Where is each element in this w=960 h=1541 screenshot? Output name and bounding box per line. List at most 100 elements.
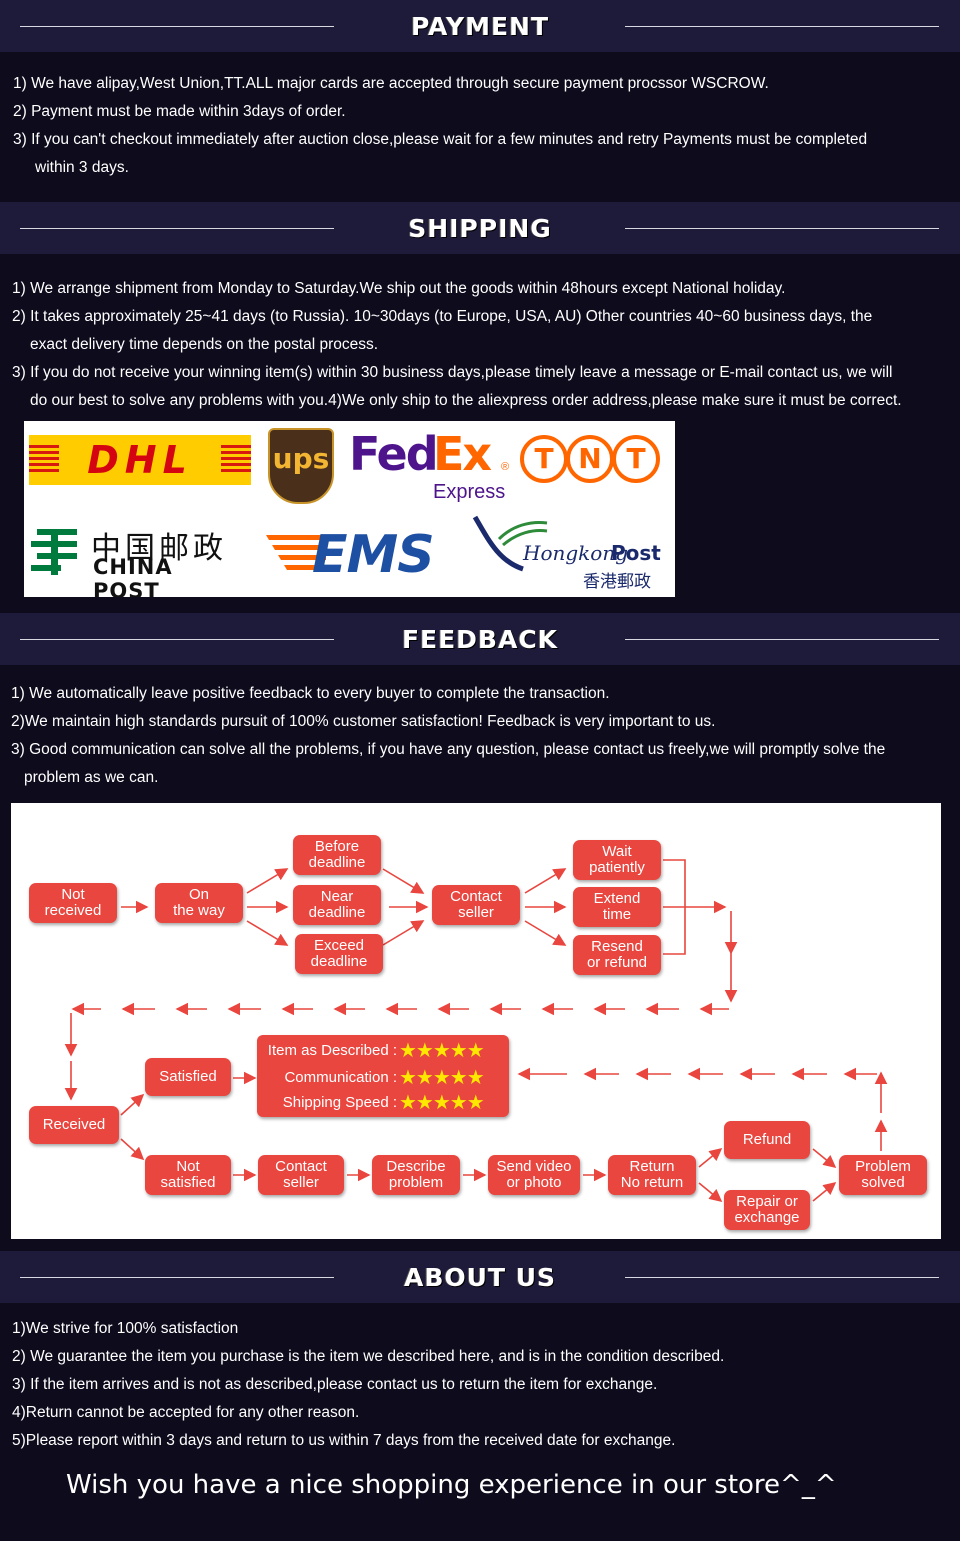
shipping-line: do our best to solve any problems with y… bbox=[30, 392, 902, 409]
node-line: Resend bbox=[591, 938, 643, 955]
header-rule-right bbox=[625, 1277, 939, 1278]
ems-logo: EMS bbox=[266, 525, 436, 585]
about-line: 1)We strive for 100% satisfaction bbox=[12, 1320, 239, 1337]
node-line: problem bbox=[388, 1174, 444, 1191]
node-line: Exceed bbox=[313, 937, 365, 954]
node-line: Before bbox=[314, 838, 360, 855]
about-line: 3) If the item arrives and is not as des… bbox=[12, 1376, 658, 1393]
rating-row: Shipping Speed : ★★★★★ bbox=[257, 1091, 509, 1115]
header-rule-right bbox=[625, 228, 939, 229]
china-post-english: CHINA POST bbox=[93, 555, 173, 597]
node-line: deadline bbox=[308, 854, 366, 871]
node-line: received bbox=[44, 902, 102, 919]
hongkong-post-logo: Hongkong Post 香港郵政 bbox=[469, 511, 669, 592]
node-line: Near bbox=[320, 888, 354, 905]
node-line: Not bbox=[176, 1158, 200, 1175]
node-line: Extend bbox=[593, 890, 641, 907]
node-line: seller bbox=[458, 904, 494, 921]
node-line: Wait bbox=[602, 843, 632, 860]
header-rule-left bbox=[20, 1277, 334, 1278]
carrier-logos: DHL ups Fed Ex ® Express T N T 中国邮政 CHIN… bbox=[24, 421, 675, 597]
node-line: deadline bbox=[310, 953, 368, 970]
header-rule-left bbox=[20, 228, 334, 229]
feedback-text: 1) We automatically leave positive feedb… bbox=[11, 680, 951, 792]
closing-message: Wish you have a nice shopping experience… bbox=[66, 1470, 837, 1500]
fedex-ex: Ex bbox=[433, 427, 492, 481]
feedback-line: 1) We automatically leave positive feedb… bbox=[11, 685, 610, 702]
about-header: ABOUT US bbox=[0, 1251, 960, 1303]
rating-row: Item as Described : ★★★★★ bbox=[257, 1039, 509, 1063]
node-line: Refund bbox=[742, 1131, 792, 1148]
shipping-line: 3) If you do not receive your winning it… bbox=[12, 364, 893, 381]
rating-label: Communication : bbox=[284, 1069, 397, 1086]
node-line: Return bbox=[629, 1158, 675, 1175]
about-line: 4)Return cannot be accepted for any othe… bbox=[12, 1404, 360, 1421]
node-line: Problem bbox=[855, 1158, 911, 1175]
shipping-line: 2) It takes approximately 25~41 days (to… bbox=[12, 308, 873, 325]
payment-line: 1) We have alipay,West Union,TT.ALL majo… bbox=[13, 75, 769, 92]
feedback-line: 3) Good communication can solve all the … bbox=[11, 741, 886, 758]
dhl-logo: DHL bbox=[29, 435, 251, 485]
shipping-header: SHIPPING bbox=[0, 202, 960, 254]
rating-row: Communication : ★★★★★ bbox=[257, 1066, 509, 1090]
hongkong-post-hongkong: Hongkong bbox=[523, 541, 629, 565]
node-line: satisfied bbox=[160, 1174, 216, 1191]
about-line: 5)Please report within 3 days and return… bbox=[12, 1432, 676, 1449]
about-line: 2) We guarantee the item you purchase is… bbox=[12, 1348, 725, 1365]
about-text: 1)We strive for 100% satisfaction 2) We … bbox=[12, 1315, 952, 1455]
node-line: Describe bbox=[386, 1158, 446, 1175]
hongkong-post-post: Post bbox=[611, 541, 661, 565]
node-line: time bbox=[602, 906, 632, 923]
node-line: exchange bbox=[734, 1209, 800, 1226]
node-received: Received bbox=[29, 1106, 119, 1144]
tnt-logo: T N T bbox=[520, 435, 660, 487]
shipping-text: 1) We arrange shipment from Monday to Sa… bbox=[12, 275, 952, 415]
rating-stars: ★★★★★ bbox=[399, 1067, 485, 1089]
fedex-fed: Fed bbox=[349, 427, 439, 481]
payment-text: 1) We have alipay,West Union,TT.ALL majo… bbox=[13, 70, 953, 182]
rating-label: Shipping Speed : bbox=[282, 1094, 397, 1111]
section-title: ABOUT US bbox=[403, 1263, 557, 1292]
hongkong-post-bird-icon bbox=[472, 515, 548, 572]
node-line: No return bbox=[620, 1174, 684, 1191]
shipping-line: exact delivery time depends on the posta… bbox=[30, 336, 379, 353]
node-line: Contact bbox=[275, 1158, 327, 1175]
flow-arrows bbox=[64, 859, 888, 1203]
feedback-header: FEEDBACK bbox=[0, 613, 960, 665]
payment-line: 2) Payment must be made within 3days of … bbox=[13, 103, 346, 120]
rating-label: Item as Described : bbox=[267, 1042, 397, 1059]
shipping-line: 1) We arrange shipment from Monday to Sa… bbox=[12, 280, 786, 297]
tnt-circle-n: N bbox=[566, 435, 614, 483]
header-rule-left bbox=[20, 26, 334, 27]
node-line: deadline bbox=[308, 904, 366, 921]
feedback-line: 2)We maintain high standards pursuit of … bbox=[11, 713, 716, 730]
fedex-logo: Fed Ex ® Express bbox=[349, 427, 519, 507]
node-line: the way bbox=[173, 902, 225, 919]
node-line: patiently bbox=[589, 859, 645, 876]
ems-wordmark: EMS bbox=[312, 525, 435, 585]
payment-line: within 3 days. bbox=[35, 159, 129, 176]
hongkong-post-chinese: 香港郵政 bbox=[583, 572, 651, 592]
node-line: Not bbox=[61, 886, 85, 903]
node-satisfied: Satisfied bbox=[145, 1058, 231, 1096]
node-line: or photo bbox=[506, 1174, 562, 1191]
node-line: On bbox=[188, 886, 209, 903]
payment-header: PAYMENT bbox=[0, 0, 960, 52]
ups-logo: ups bbox=[268, 428, 334, 504]
dhl-wordmark: DHL bbox=[59, 440, 221, 480]
